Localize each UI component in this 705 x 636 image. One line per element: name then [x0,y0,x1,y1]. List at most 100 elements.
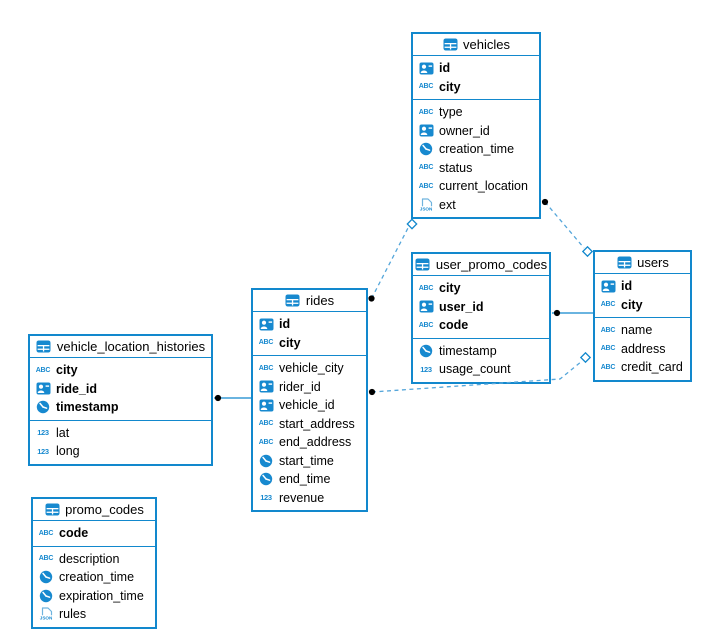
table-header-rides[interactable]: rides [253,290,366,312]
text-icon: ABC [38,529,54,537]
table-header-vehicle_location_histories[interactable]: vehicle_location_histories [30,336,211,358]
text-icon: ABC [258,339,274,347]
column-row-creation_time[interactable]: creation_time [413,140,539,159]
json-icon: JSON [38,607,54,621]
user-icon [418,300,434,313]
text-icon: ABC [38,555,54,563]
column-row-ride_id[interactable]: ride_id [30,380,211,399]
table-name: vehicles [463,37,510,52]
column-row-user_id[interactable]: user_id [413,298,549,317]
column-row-timestamp[interactable]: timestamp [30,398,211,417]
number-icon: 123 [420,364,432,374]
column-label: creation_time [59,570,135,585]
table-icon [36,340,52,353]
table-name: user_promo_codes [435,257,548,272]
user-icon [258,318,274,331]
column-label: timestamp [56,400,119,415]
column-row-id[interactable]: id [253,315,366,334]
column-label: vehicle_city [279,361,344,376]
relation-diamond-rides-to-vehicles [406,218,418,230]
column-label: user_id [439,299,484,314]
column-label: id [621,279,633,294]
table-name: vehicle_location_histories [56,339,206,354]
clock-icon [418,344,434,358]
column-row-end_time[interactable]: end_time [253,470,366,489]
relation-line-vehicles-to-users[interactable] [544,201,585,249]
table-header-promo_codes[interactable]: promo_codes [33,499,155,521]
user-icon [258,399,274,412]
table-icon [415,258,431,271]
column-row-owner_id[interactable]: owner_id [413,122,539,141]
table-header-user_promo_codes[interactable]: user_promo_codes [413,254,549,276]
column-label: id [439,61,451,76]
column-label: status [439,160,473,175]
table-icon [616,256,632,269]
user-icon [418,124,434,137]
relation-dot-vehicle_location_histories-to-rides [214,394,222,402]
column-label: lat [56,425,70,440]
column-label: name [621,323,653,338]
column-row-creation_time[interactable]: creation_time [33,568,155,587]
text-icon: ABC [418,321,434,329]
table-icon [44,503,60,516]
column-row-expiration_time[interactable]: expiration_time [33,587,155,606]
column-row-id[interactable]: id [413,59,539,78]
text-icon: ABC [258,420,274,428]
column-label: expiration_time [59,588,144,603]
column-row-start_time[interactable]: start_time [253,452,366,471]
table-name: users [637,255,669,270]
column-label: vehicle_id [279,398,335,413]
table-header-vehicles[interactable]: vehicles [413,34,539,56]
column-row-id[interactable]: id [595,277,690,296]
clock-icon [258,472,274,486]
table-header-users[interactable]: users [595,252,690,274]
column-label: city [621,297,643,312]
number-icon: 123 [37,446,49,456]
column-row-rider_id[interactable]: rider_id [253,378,366,397]
text-icon: ABC [418,284,434,292]
column-row-timestamp[interactable]: timestamp [413,342,549,361]
text-icon: ABC [258,438,274,446]
relation-line-rides-to-vehicles[interactable] [370,227,409,299]
relation-dot-user_promo_codes-to-users [553,309,561,317]
user-icon [35,382,51,395]
table-icon [285,294,301,307]
table-name: promo_codes [65,502,144,517]
column-label: address [621,341,666,356]
column-row-vehicle_id[interactable]: vehicle_id [253,396,366,415]
relation-dot-rides-to-users [368,388,376,396]
